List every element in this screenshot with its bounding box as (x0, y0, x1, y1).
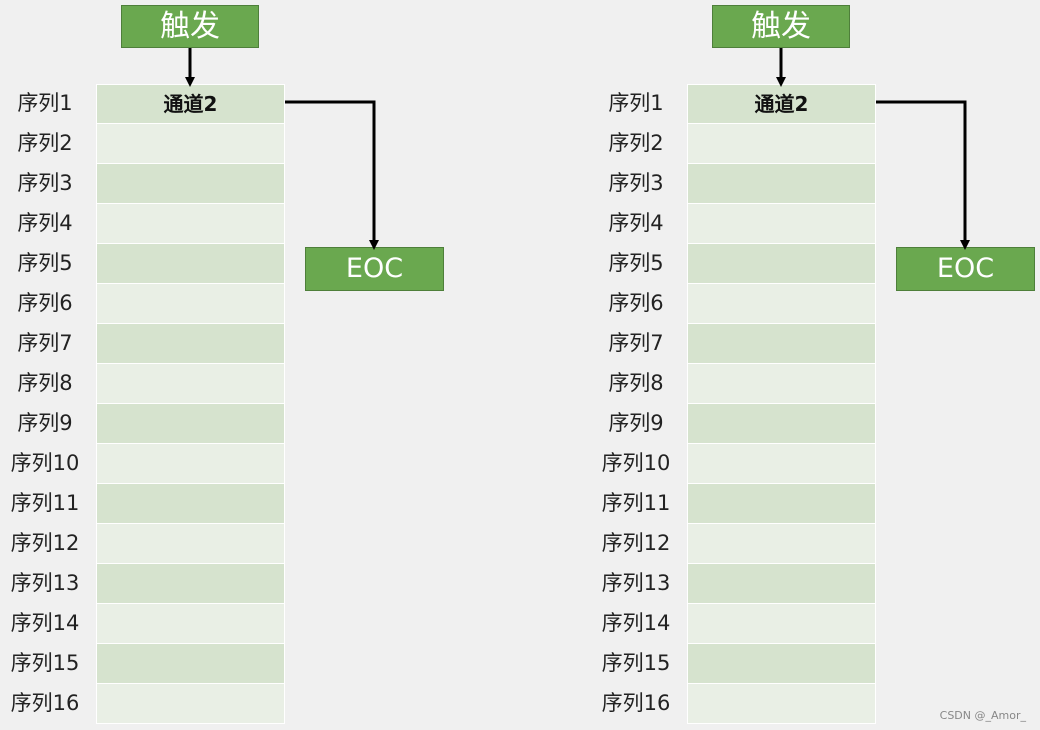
sequence-label: 序列9 (17, 411, 73, 435)
sequence-label: 序列12 (10, 531, 80, 555)
sequence-cells: 通道2 (96, 84, 285, 724)
sequence-cell (96, 204, 285, 244)
sequence-label: 序列13 (10, 571, 80, 595)
sequence-cell (96, 604, 285, 644)
watermark: CSDN @_Amor_ (939, 709, 1026, 722)
eoc-arrow (285, 100, 379, 250)
sequence-cell (687, 324, 876, 364)
sequence-label: 序列4 (608, 211, 664, 235)
sequence-cell (96, 364, 285, 404)
sequence-label: 序列9 (608, 411, 664, 435)
sequence-labels: 序列1 序列2 序列3 序列4 序列5 序列6 序列7 序列8 序列9 序列10 序列11 序列12 序… (0, 84, 90, 724)
sequence-label: 序列13 (601, 571, 671, 595)
sequence-label: 序列3 (608, 171, 664, 195)
sequence-cell (687, 124, 876, 164)
sequence-label: 序列5 (17, 251, 73, 275)
sequence-cell (96, 164, 285, 204)
sequence-cell (96, 124, 285, 164)
sequence-label: 序列16 (601, 691, 671, 715)
sequence-cell (687, 204, 876, 244)
sequence-label: 序列8 (608, 371, 664, 395)
sequence-label: 序列12 (601, 531, 671, 555)
sequence-label: 序列15 (10, 651, 80, 675)
eoc-box: EOC (896, 247, 1035, 291)
sequence-cell (687, 484, 876, 524)
sequence-label: 序列7 (608, 331, 664, 355)
sequence-cell (96, 404, 285, 444)
sequence-label: 序列6 (608, 291, 664, 315)
eoc-arrow (876, 100, 970, 250)
sequence-cell (96, 244, 285, 284)
sequence-cell (96, 284, 285, 324)
sequence-cell (96, 524, 285, 564)
sequence-label: 序列11 (10, 491, 80, 515)
sequence-label: 序列7 (17, 331, 73, 355)
sequence-label: 序列11 (601, 491, 671, 515)
sequence-cell (687, 604, 876, 644)
sequence-label: 序列16 (10, 691, 80, 715)
sequence-label: 序列6 (17, 291, 73, 315)
sequence-label: 序列3 (17, 171, 73, 195)
sequence-cell (687, 404, 876, 444)
sequence-cells: 通道2 (687, 84, 876, 724)
sequence-label: 序列14 (10, 611, 80, 635)
sequence-labels: 序列1 序列2 序列3 序列4 序列5 序列6 序列7 序列8 序列9 序列10 序列11 序列12 序… (591, 84, 681, 724)
sequence-label: 序列10 (601, 451, 671, 475)
sequence-label: 序列1 (17, 91, 73, 115)
sequence-cell (687, 444, 876, 484)
sequence-cell: 通道2 (687, 84, 876, 124)
sequence-cell (687, 164, 876, 204)
sequence-label: 序列10 (10, 451, 80, 475)
sequence-cell (96, 324, 285, 364)
sequence-label: 序列1 (608, 91, 664, 115)
sequence-cell: 通道2 (96, 84, 285, 124)
trigger-box: 触发 (712, 5, 850, 48)
sequence-label: 序列5 (608, 251, 664, 275)
sequence-label: 序列2 (17, 131, 73, 155)
sequence-cell (687, 564, 876, 604)
sequence-cell (687, 684, 876, 724)
sequence-label: 序列14 (601, 611, 671, 635)
sequence-cell (687, 284, 876, 324)
sequence-cell (96, 484, 285, 524)
sequence-label: 序列2 (608, 131, 664, 155)
trigger-box: 触发 (121, 5, 259, 48)
sequence-cell (96, 444, 285, 484)
sequence-cell (687, 364, 876, 404)
sequence-label: 序列15 (601, 651, 671, 675)
sequence-cell (687, 244, 876, 284)
sequence-cell (96, 644, 285, 684)
sequence-cell (96, 684, 285, 724)
sequence-label: 序列8 (17, 371, 73, 395)
sequence-cell (96, 564, 285, 604)
sequence-cell (687, 644, 876, 684)
sequence-cell (687, 524, 876, 564)
eoc-box: EOC (305, 247, 444, 291)
sequence-label: 序列4 (17, 211, 73, 235)
